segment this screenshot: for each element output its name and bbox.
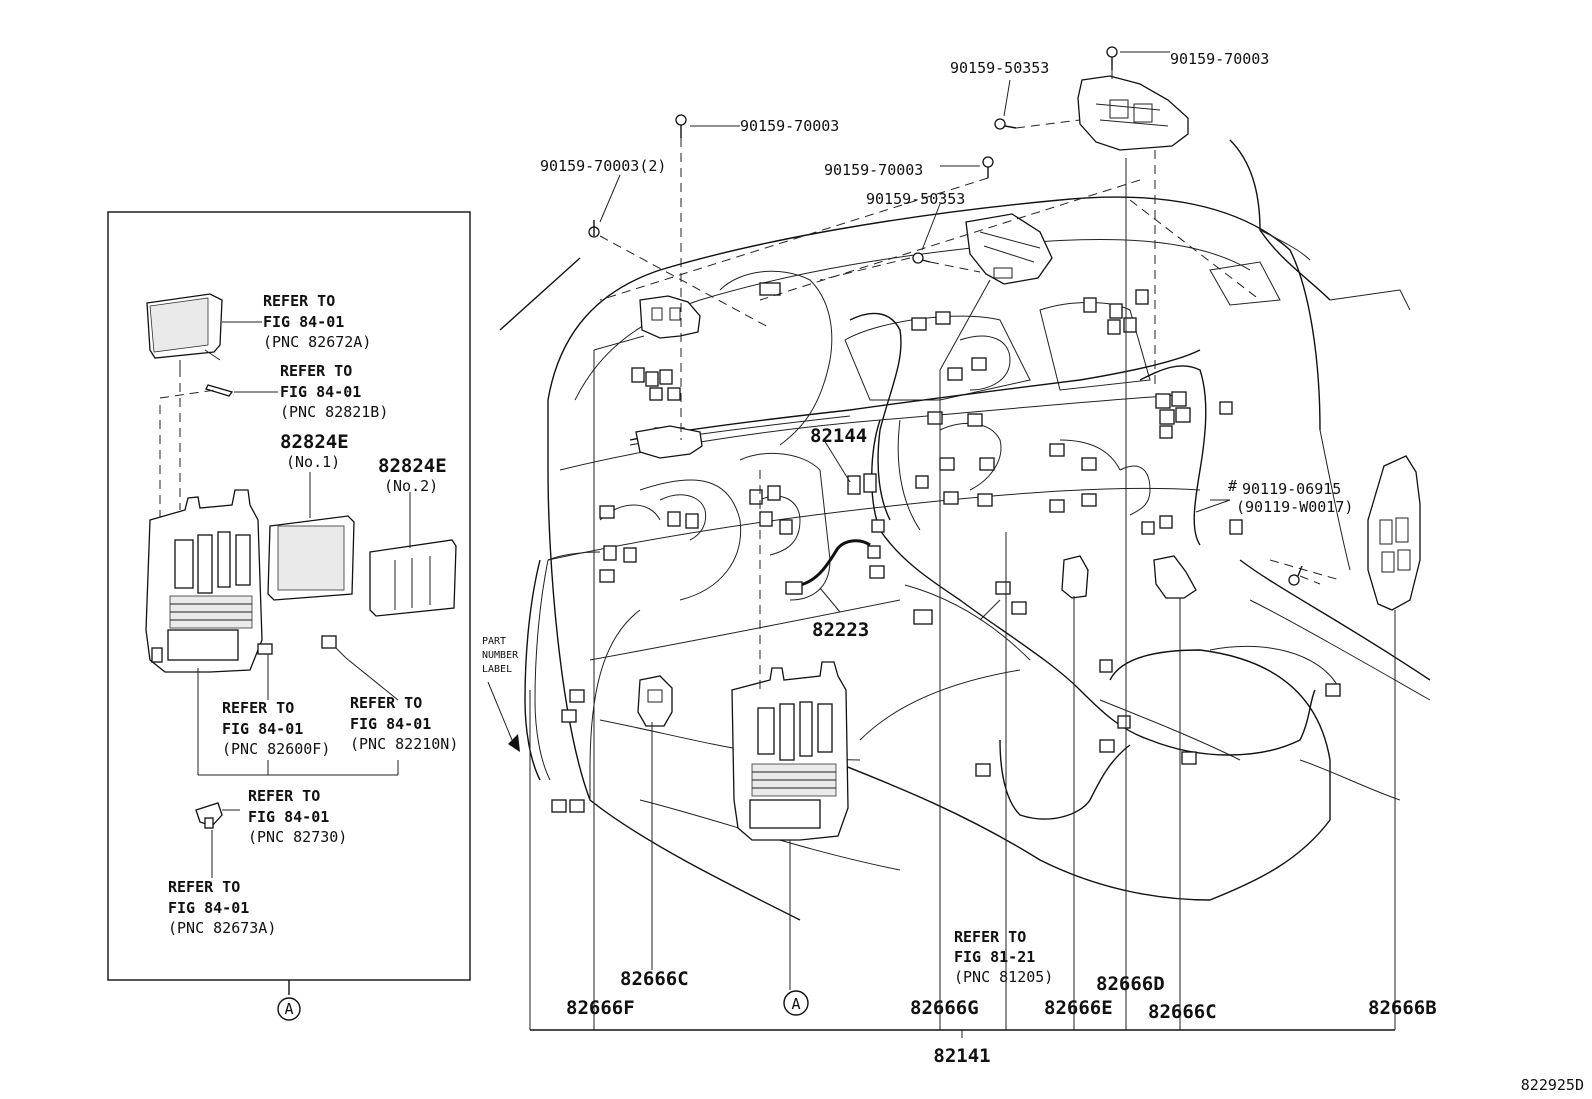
inset-refer-1-l1: REFER TO [263, 292, 335, 310]
dashboard-outline [499, 139, 1431, 921]
label-refer-81-l2: FIG 81-21 [954, 948, 1035, 966]
callout-circle-main [783, 990, 809, 1016]
label-82141: 82141 [933, 1045, 990, 1067]
diagram-code: 822925D [1521, 1076, 1584, 1094]
bolt-icon-top-right [1106, 46, 1118, 70]
label-part-number-3: LABEL [482, 664, 512, 675]
bracket-82666B [1367, 455, 1421, 611]
label-refer-81-l3: (PNC 81205) [954, 968, 1053, 986]
inset-refer-4-l3: (PNC 82210N) [350, 735, 458, 753]
inset-refer-2-l3: (PNC 82821B) [280, 403, 388, 421]
callout-letter-main: A [791, 995, 800, 1013]
part-number-label-callout [487, 681, 520, 752]
label-82666E: 82666E [1044, 997, 1113, 1019]
bracket-82666F [639, 295, 701, 339]
inset-82824E-no2: 82824E [378, 455, 447, 477]
bolt-icon-70003-mid [675, 114, 687, 138]
label-part-number-1: PART [482, 636, 506, 647]
callout-circle-inset [277, 997, 301, 1021]
label-refer-81-l1: REFER TO [954, 928, 1026, 946]
label-82666C-a: 82666C [620, 968, 689, 990]
bolt-icon-50353-b [912, 252, 931, 264]
part-reference-lines [529, 158, 1396, 1038]
inset-refer-6-l1: REFER TO [168, 878, 240, 896]
inset-refer-4-l1: REFER TO [350, 694, 422, 712]
bolt-icon-70003-2 [588, 220, 600, 238]
label-bolt-90159-70003-top: 90159-70003 [1170, 50, 1269, 68]
bolt-icon-50353-a [994, 118, 1017, 130]
inset-refer-5-l2: FIG 84-01 [248, 808, 329, 826]
bracket-82666G [965, 213, 1053, 285]
small-relay-a [257, 643, 273, 655]
label-clip-90119-06915: 90119-06915 [1242, 480, 1341, 498]
bracket-82666C-b [1153, 555, 1197, 599]
bracket-left-lower [635, 425, 703, 459]
fuse-box-cover [146, 293, 262, 361]
junction-block-main [731, 661, 849, 841]
label-clip-mark: # [1228, 477, 1237, 495]
label-82666D: 82666D [1096, 973, 1165, 995]
leader-lines [599, 51, 1341, 690]
wiring-harness-82141 [524, 270, 1316, 820]
wire-82223 [799, 539, 871, 587]
connector-clip [195, 802, 240, 878]
inset-82824E-no1-sub: (No.1) [286, 453, 340, 471]
inset-panel: REFER TO FIG 84-01 (PNC 82672A) REFER TO… [107, 211, 471, 1021]
label-bolt-90159-50353-top: 90159-50353 [950, 59, 1049, 77]
label-82223: 82223 [812, 619, 869, 641]
inset-refer-5-l1: REFER TO [248, 787, 320, 805]
junction-block-inset [145, 489, 263, 673]
label-82666F: 82666F [566, 997, 635, 1019]
upper-bracket [1077, 75, 1189, 151]
small-fuse-puller [205, 384, 278, 397]
inset-refer-1-l2: FIG 84-01 [263, 313, 344, 331]
bolts [588, 46, 1303, 586]
bolt-icon-70003-b [982, 156, 994, 178]
inset-refer-6-l3: (PNC 82673A) [168, 919, 276, 937]
relay-block-no1 [267, 472, 355, 601]
bracket-82666E [1061, 555, 1089, 599]
inset-82824E-no1: 82824E [280, 431, 349, 453]
callout-letter-inset: A [284, 1000, 293, 1018]
inset-refer-3-l1: REFER TO [222, 699, 294, 717]
label-bolt-90159-70003-2: 90159-70003(2) [540, 157, 666, 175]
clip-icon-90119 [1288, 565, 1303, 586]
inset-refer-6-l2: FIG 84-01 [168, 899, 249, 917]
inset-82824E-no2-sub: (No.2) [384, 477, 438, 495]
inset-refer-4-l2: FIG 84-01 [350, 715, 431, 733]
label-bolt-90159-70003-b: 90159-70003 [824, 161, 923, 179]
bracket-82666C-a [637, 675, 673, 727]
label-part-number-2: NUMBER [482, 650, 519, 661]
label-clip-90119-w0017: (90119-W0017) [1236, 498, 1353, 516]
inset-refer-5-l3: (PNC 82730) [248, 828, 347, 846]
label-82666C-b: 82666C [1148, 1001, 1217, 1023]
inset-refer-2-l2: FIG 84-01 [280, 383, 361, 401]
inset-refer-1-l3: (PNC 82672A) [263, 333, 371, 351]
label-82666G: 82666G [910, 997, 979, 1019]
inset-refer-2-l1: REFER TO [280, 362, 352, 380]
small-relay-b [321, 635, 337, 649]
label-82666B: 82666B [1368, 997, 1437, 1019]
inset-refer-3-l3: (PNC 82600F) [222, 740, 330, 758]
harness-connectors [551, 282, 1341, 813]
label-82144: 82144 [810, 425, 867, 447]
label-bolt-90159-50353-b: 90159-50353 [866, 190, 965, 208]
relay-block-no2 [369, 492, 457, 617]
label-bolt-90159-70003-mid: 90159-70003 [740, 117, 839, 135]
inset-refer-3-l2: FIG 84-01 [222, 720, 303, 738]
